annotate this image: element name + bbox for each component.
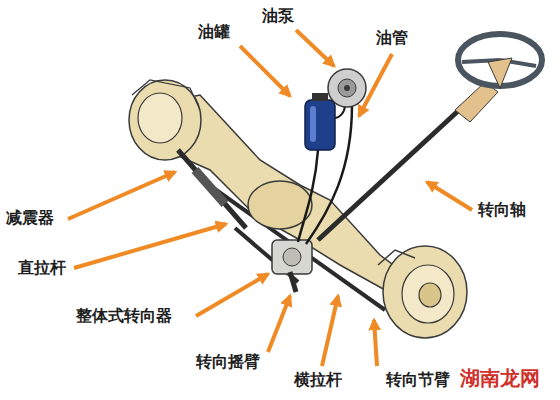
part-label: 横拉杆 <box>294 370 342 389</box>
part-label: 油管 <box>376 28 408 47</box>
part-label: 转向摇臂 <box>196 352 260 371</box>
left-hub-center <box>138 93 182 143</box>
right-hub-cap <box>419 283 441 307</box>
part-label: 转向轴 <box>478 200 526 219</box>
left-caliper <box>132 80 200 110</box>
shock-body <box>195 170 225 204</box>
tank-cap <box>312 93 328 101</box>
oil-pump <box>328 69 366 107</box>
right-disc <box>383 246 467 338</box>
knuckle-arm <box>378 250 415 265</box>
part-label: 油泵 <box>262 6 294 25</box>
part-label: 油罐 <box>198 22 230 41</box>
shock-absorber <box>178 150 246 228</box>
right-hub <box>402 265 454 323</box>
gear-cover <box>283 248 301 266</box>
steering-shaft <box>318 100 470 240</box>
leader-arrows <box>68 30 472 366</box>
watermark: 湖南龙网 <box>460 366 540 390</box>
pump-pulley <box>338 79 356 97</box>
oil-pipe <box>298 150 318 242</box>
part-label: 整体式转向器 <box>76 306 172 325</box>
part-label: 直拉杆 <box>18 258 66 277</box>
tank-highlight <box>310 106 316 142</box>
oil-tank <box>305 100 335 150</box>
wheel-hub <box>488 58 512 88</box>
pitman-arm <box>290 272 296 292</box>
steering-gear <box>272 240 312 274</box>
part-label: 减震器 <box>6 208 54 227</box>
part-label: 转向节臂 <box>386 370 450 389</box>
pump-shaft <box>344 85 350 91</box>
left-hub <box>129 80 201 160</box>
